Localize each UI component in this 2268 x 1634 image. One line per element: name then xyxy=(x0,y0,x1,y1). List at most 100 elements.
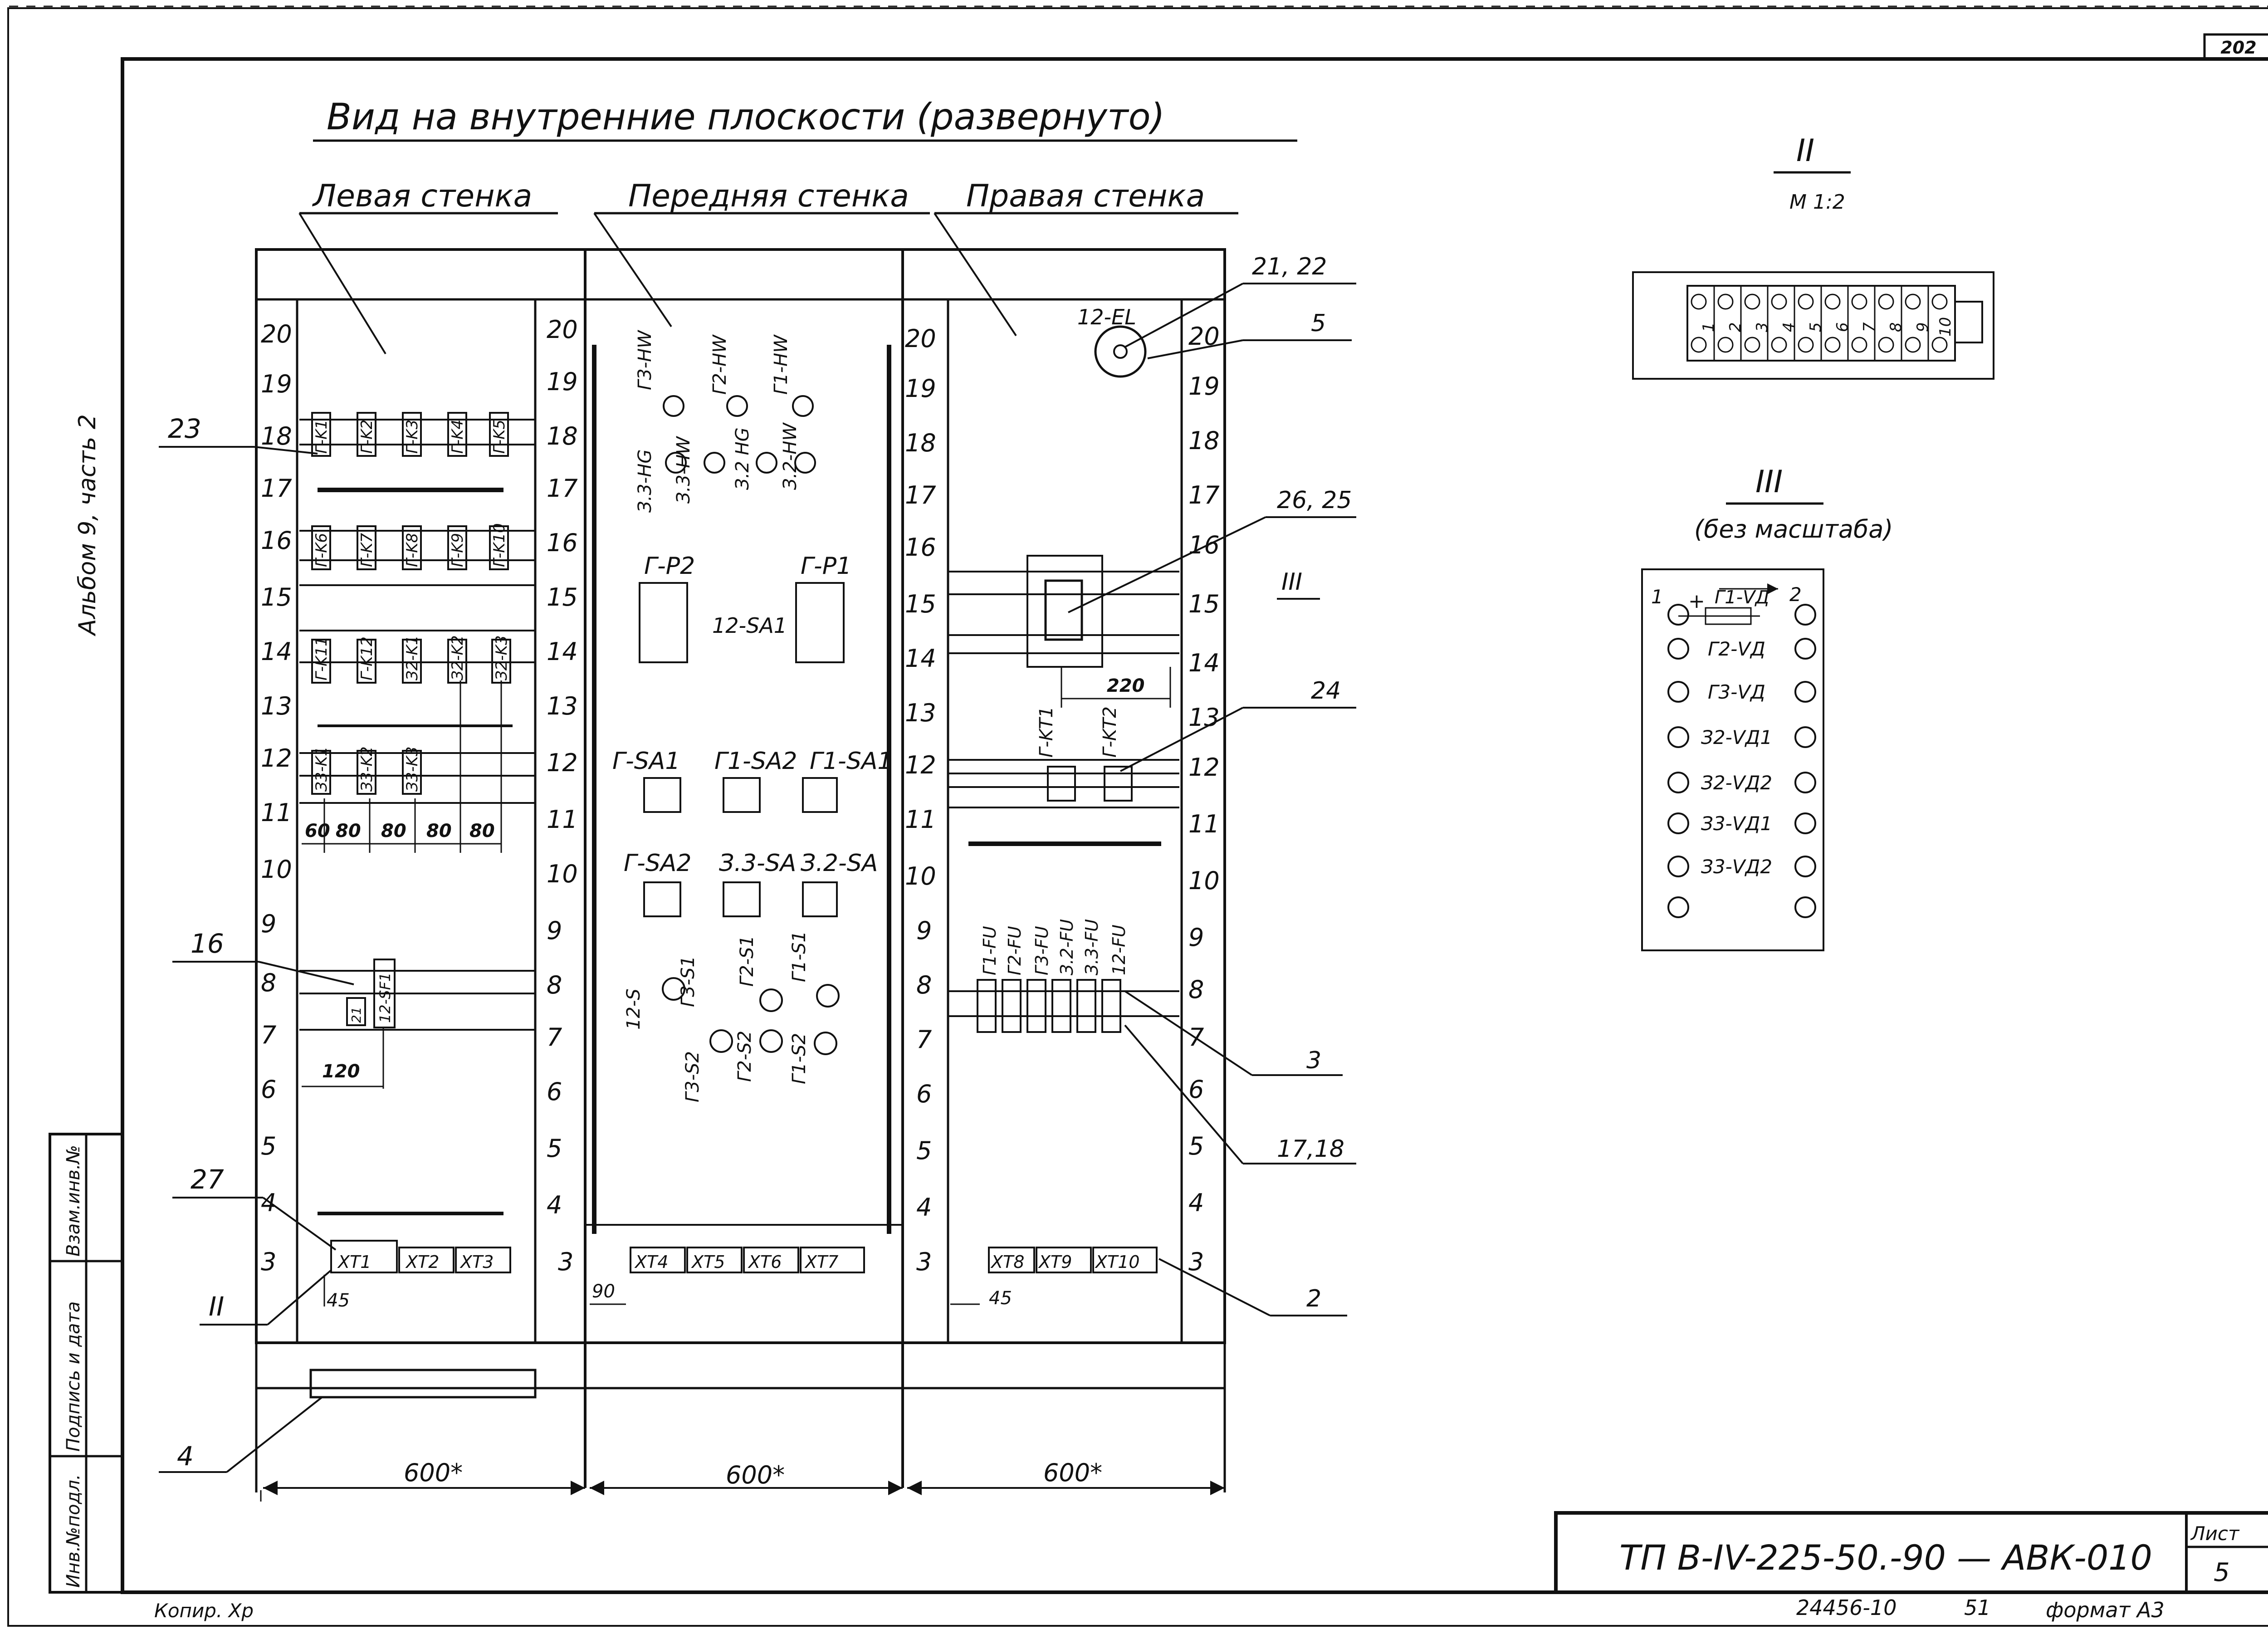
wall-label-front: Передняя стенка xyxy=(628,178,909,214)
timer-label: Г-KT1 xyxy=(1036,706,1057,758)
terminal-number: 5 xyxy=(1807,322,1825,332)
scale-mark: 14 xyxy=(547,637,578,666)
scale-mark: 4 xyxy=(261,1189,276,1217)
detail-II: II М 1:2 1 2 3 4 xyxy=(1632,133,1994,380)
detail-III: III (без масштаба) 1 2 + Г1-VД Г2-VД Г3-… xyxy=(1641,464,1893,951)
stamp-cell-sign: Подпись и дата xyxy=(63,1301,84,1452)
button-label: Г1-S2 xyxy=(789,1033,810,1084)
relay-label: Г-K6 xyxy=(313,533,331,567)
callout-23: 23 xyxy=(168,413,201,444)
button-label: Г3-S2 xyxy=(682,1051,703,1102)
relay-label: Г-K11 xyxy=(313,636,331,680)
scale-mark: 19 xyxy=(1188,372,1220,401)
scale-mark: 16 xyxy=(547,528,578,557)
relay-label: З2-K3 xyxy=(493,635,511,680)
scale-mark: 5 xyxy=(261,1132,276,1160)
scale-mark: 6 xyxy=(547,1077,562,1106)
scale-mark: 19 xyxy=(261,370,292,398)
dim-120: 120 xyxy=(322,1061,360,1082)
scale-mark: 6 xyxy=(1188,1075,1204,1104)
scale-mark: 13 xyxy=(261,692,292,720)
switch-label: З.3-SA xyxy=(719,850,796,877)
relay-label: Г-K4 xyxy=(449,420,467,454)
callout-2: 2 xyxy=(1306,1285,1321,1312)
callout-3: 3 xyxy=(1306,1047,1321,1074)
terminal-label: XT7 xyxy=(804,1252,838,1272)
diode-label: З3-VД2 xyxy=(1701,856,1772,878)
scale-mark: 20 xyxy=(905,324,936,353)
lamp-label: Г3-HW xyxy=(635,330,655,390)
scale-mark: 8 xyxy=(261,969,276,997)
dim-600-left: 600* xyxy=(404,1458,463,1487)
callouts: 23 16 27 II 4 21, 22 5 26, 25 III 24 3 1 xyxy=(159,253,1356,1473)
button-label: Г2-S1 xyxy=(737,935,758,987)
scale-mark: 11 xyxy=(1188,810,1220,838)
scale-mark: 17 xyxy=(905,481,936,509)
scale-mark: 4 xyxy=(547,1191,562,1219)
scale-mark: 8 xyxy=(916,971,932,999)
scale-mark: 18 xyxy=(547,422,578,450)
relay-label: Г-K1 xyxy=(313,420,331,454)
scale-mark: 13 xyxy=(905,699,936,727)
terminal-number: 7 xyxy=(1860,322,1878,332)
scale-mark: 11 xyxy=(547,805,578,834)
callout-16: 16 xyxy=(191,928,224,959)
left-wall: Г-K1 Г-K2 Г-K3 Г-K4 Г-K5 Г-K6 Г-K7 Г-K8 … xyxy=(299,412,535,1311)
relay-label: З3-K2 xyxy=(358,746,376,792)
diode-label: З2-VД1 xyxy=(1701,726,1772,749)
callout-III-ref: III xyxy=(1281,568,1302,596)
scale-mark: 13 xyxy=(547,692,578,720)
fuse-label: 12-FU xyxy=(1109,925,1129,975)
relay-label: Г-K8 xyxy=(403,533,421,567)
button-label: Г2-S2 xyxy=(734,1031,755,1082)
relay-label: Г-K5 xyxy=(490,420,508,454)
callout-24: 24 xyxy=(1311,677,1341,704)
wall-label-right: Правая стенка xyxy=(966,178,1205,214)
diode-label: Г3-VД xyxy=(1708,681,1765,703)
relay-label: Г-K10 xyxy=(490,523,508,567)
scale-mark: 16 xyxy=(1188,531,1220,559)
scale-mark: 9 xyxy=(916,916,932,945)
copied-by: Копир. Хр xyxy=(154,1600,254,1622)
fuse-label: Г3-FU xyxy=(1032,926,1052,975)
sheet-no: 5 xyxy=(2214,1558,2230,1587)
scale-mark: 12 xyxy=(547,749,578,777)
dim-45: 45 xyxy=(327,1290,350,1311)
fuse-label: З.3-FU xyxy=(1082,919,1102,975)
pin-1: 1 xyxy=(1651,586,1663,608)
detail-III-label: III xyxy=(1755,464,1783,500)
title-block: ТП В-IV-225-50.-90 — АВК-010 Лист 5 xyxy=(1554,1511,2268,1594)
scale-mark: 15 xyxy=(1188,590,1220,618)
terminal-label: XT3 xyxy=(459,1252,494,1272)
dim-45: 45 xyxy=(989,1288,1012,1309)
scale-mark: 15 xyxy=(905,590,936,618)
scale-mark: 3 xyxy=(558,1248,573,1276)
switch-label: Г-SA2 xyxy=(624,850,691,877)
breaker-label: 12-SF1 xyxy=(376,973,394,1023)
terminal-number: 4 xyxy=(1780,322,1798,332)
callout-17-18: 17,18 xyxy=(1277,1135,1344,1163)
scale-mark: 6 xyxy=(916,1080,932,1108)
scale-mark: 4 xyxy=(1188,1189,1204,1217)
document-code: ТП В-IV-225-50.-90 — АВК-010 xyxy=(1619,1537,2152,1578)
scale-mark: 3 xyxy=(261,1248,276,1276)
terminal-label: XT10 xyxy=(1095,1252,1140,1272)
scale-mark: 5 xyxy=(916,1136,932,1165)
terminal-label: XT6 xyxy=(748,1252,782,1272)
lamp-label: Г1-HW xyxy=(771,334,792,395)
callout-II: II xyxy=(209,1291,224,1322)
detail-III-scale: (без масштаба) xyxy=(1694,515,1893,543)
relay-label: Г-K7 xyxy=(358,533,376,567)
scale-mark: 8 xyxy=(1188,975,1204,1004)
switch-label: 12-SA1 xyxy=(712,613,787,638)
terminal-number: 9 xyxy=(1914,322,1932,332)
scale-mark: 15 xyxy=(547,583,578,612)
scale-mark: 17 xyxy=(1188,481,1220,509)
scale-mark: 12 xyxy=(1188,753,1220,782)
scale-mark: 10 xyxy=(1188,866,1220,895)
scale-mark: 17 xyxy=(547,474,578,503)
wall-label-left: Левая стенка xyxy=(312,178,532,214)
terminal-label: XT4 xyxy=(634,1252,668,1272)
scale-mark: 14 xyxy=(905,644,936,673)
